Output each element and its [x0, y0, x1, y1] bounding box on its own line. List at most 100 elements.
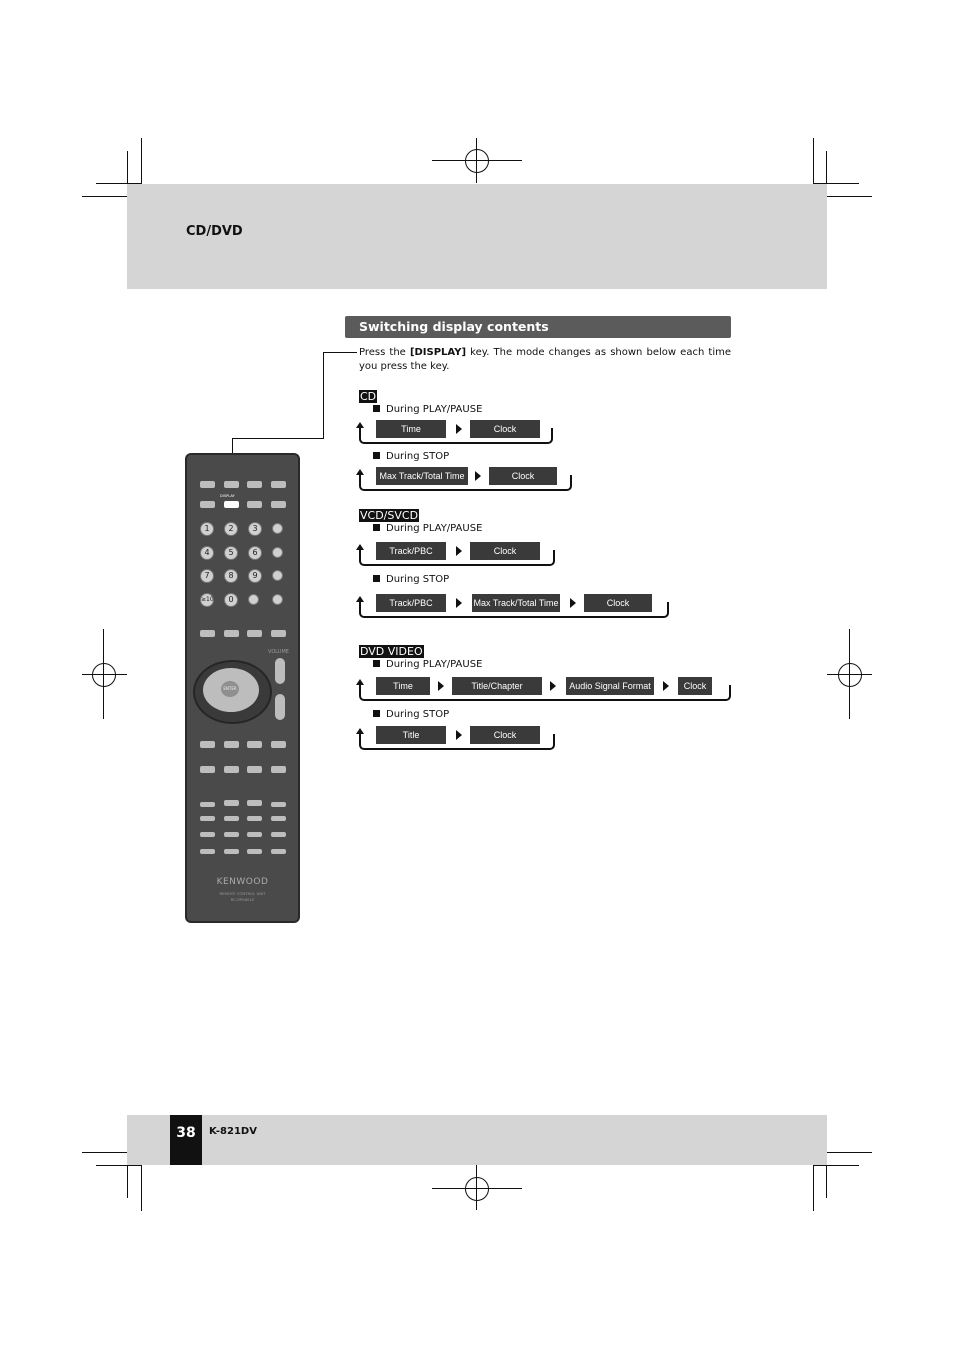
crop-mark	[826, 196, 872, 197]
crop-mark	[813, 183, 859, 184]
tuning-down-key	[247, 766, 262, 773]
remote-caption-line: REMOTE CONTROL UNIT	[219, 891, 266, 896]
footer-band	[127, 1115, 827, 1165]
crop-mark	[849, 629, 850, 719]
remote-key	[200, 630, 215, 637]
crop-mark	[813, 1165, 859, 1166]
volume-up-key	[275, 658, 285, 684]
remote-number-key: 7	[200, 569, 214, 583]
vcd-play-label: During PLAY/PAUSE	[373, 523, 482, 535]
dvd-tag: DVD VIDEO	[359, 645, 424, 658]
volume-caption: VOLUME	[268, 649, 289, 655]
stop-key	[224, 741, 239, 748]
remote-key	[200, 802, 215, 807]
intro-text: Press the [DISPLAY] key. The mode change…	[359, 346, 731, 374]
remote-number-key: 8	[224, 569, 238, 583]
registration-mark	[465, 1177, 489, 1201]
power-key	[271, 481, 286, 488]
remote-number-key: 3	[248, 522, 262, 536]
display-key	[224, 501, 239, 508]
remote-number-key: 0	[224, 593, 238, 607]
remote-key	[271, 802, 286, 807]
registration-mark	[465, 149, 489, 173]
remote-key	[247, 630, 262, 637]
crop-mark	[813, 1165, 814, 1211]
pause-key	[247, 741, 262, 748]
display-key-label: [DISPLAY]	[409, 347, 467, 358]
remote-key	[200, 849, 215, 854]
intro-prefix: Press the	[359, 347, 410, 358]
crop-mark	[82, 1152, 128, 1153]
remote-key	[272, 570, 283, 581]
remote-key	[247, 832, 262, 837]
remote-number-key: 4	[200, 546, 214, 560]
vcd-tag: VCD/SVCD	[359, 509, 420, 522]
flow-box: Title/Chapter	[452, 677, 542, 695]
flow-box: Clock	[489, 467, 557, 485]
cd-stop-label: During STOP	[373, 451, 449, 463]
remote-number-key: 2	[224, 522, 238, 536]
crop-mark	[826, 1152, 872, 1153]
callout-line	[232, 438, 324, 439]
crop-mark	[826, 151, 827, 197]
remote-dpad: ENTER	[193, 660, 272, 724]
crop-mark	[141, 1165, 142, 1211]
volume-down-key	[275, 694, 285, 720]
flow-box: Max Track/Total Time	[376, 467, 468, 485]
flow-box: Clock	[470, 420, 540, 438]
remote-key	[224, 630, 239, 637]
remote-key	[200, 816, 215, 821]
remote-key	[272, 594, 283, 605]
crop-mark	[82, 196, 128, 197]
section-title: Switching display contents	[345, 316, 731, 338]
vcd-stop-label: During STOP	[373, 574, 449, 586]
remote-key	[224, 849, 239, 854]
skip-back-key	[200, 766, 215, 773]
header-band	[127, 184, 827, 289]
remote-key	[200, 501, 215, 508]
remote-key	[247, 800, 262, 806]
remote-key	[271, 501, 286, 508]
remote-key	[272, 523, 283, 534]
flow-box: Track/PBC	[376, 594, 446, 612]
remote-key	[247, 816, 262, 821]
remote-number-key: 6	[248, 546, 262, 560]
remote-key	[224, 800, 239, 806]
crop-mark	[813, 138, 814, 184]
enter-key: ENTER	[221, 681, 239, 697]
flow-box: Clock	[470, 542, 540, 560]
crop-mark	[82, 674, 127, 675]
remote-key	[272, 547, 283, 558]
tuning-up-key	[271, 766, 286, 773]
remote-key	[271, 832, 286, 837]
skip-forward-key	[224, 766, 239, 773]
crop-mark	[96, 1165, 142, 1166]
remote-key	[271, 741, 286, 748]
remote-number-key: 5	[224, 546, 238, 560]
crop-mark	[826, 1152, 827, 1198]
remote-key	[247, 849, 262, 854]
page-number: 38	[170, 1115, 202, 1165]
remote-key	[224, 832, 239, 837]
flow-box: Time	[376, 420, 446, 438]
remote-number-key: 1	[200, 522, 214, 536]
callout-line	[323, 352, 357, 353]
remote-key	[200, 481, 215, 488]
crop-mark	[141, 138, 142, 184]
remote-key	[200, 832, 215, 837]
remote-key	[271, 849, 286, 854]
flow-box: Clock	[678, 677, 712, 695]
flow-box: Clock	[470, 726, 540, 744]
crop-mark	[432, 1188, 522, 1189]
crop-mark	[476, 138, 477, 183]
callout-line	[323, 352, 324, 439]
intro-suffix: key. The mode changes as shown below eac…	[359, 347, 731, 372]
flow-box: Track/PBC	[376, 542, 446, 560]
crop-mark	[96, 183, 142, 184]
crop-mark	[127, 1152, 128, 1198]
model-name: K-821DV	[209, 1126, 257, 1137]
crop-mark	[127, 151, 128, 197]
cd-tag: CD	[359, 390, 378, 403]
remote-number-key: 9	[248, 569, 262, 583]
remote-caption-line: RC-RP0801E	[230, 897, 255, 902]
